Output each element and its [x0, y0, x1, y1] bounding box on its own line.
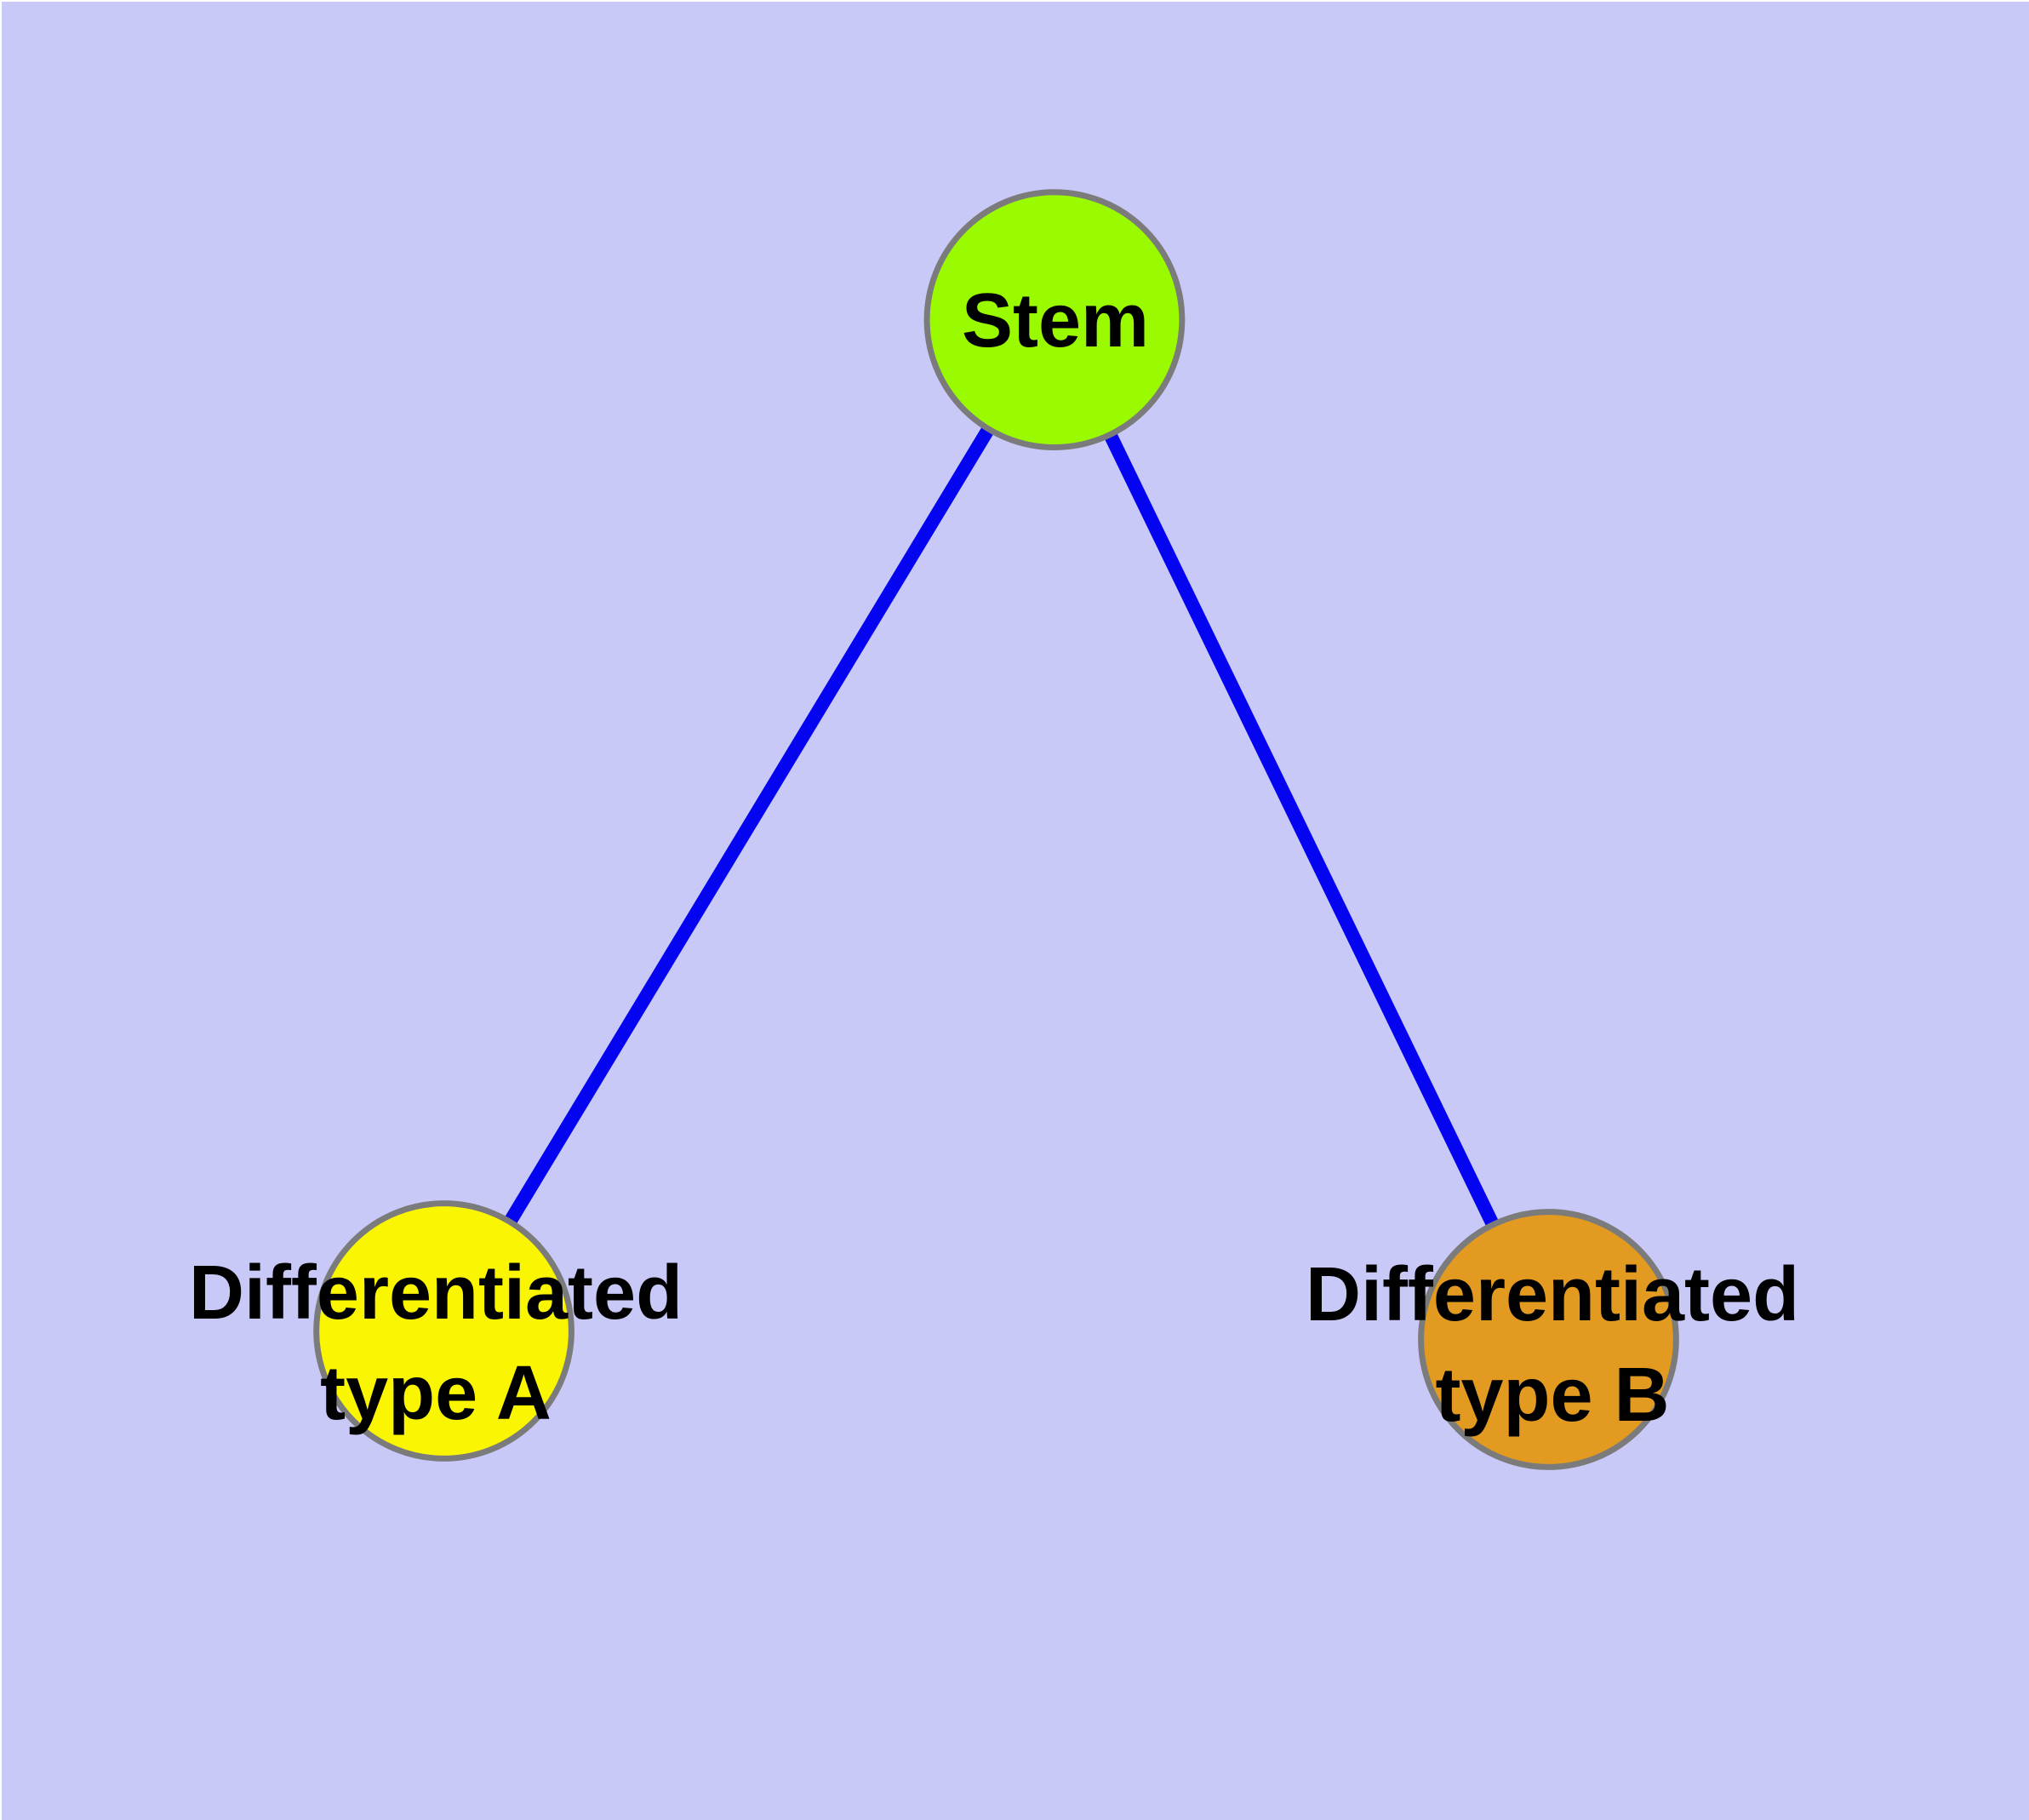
node-type-a-label-line1: Differentiated: [188, 1251, 683, 1336]
node-type-b-label-line2: type B: [1435, 1353, 1670, 1438]
node-type-a-circle: [313, 1200, 574, 1462]
node-type-a-label-line2: type A: [320, 1351, 552, 1436]
node-type-a-label: Differentiated type A: [189, 1243, 683, 1444]
node-stem-circle: [923, 189, 1186, 451]
node-stem-label: Stem: [961, 278, 1150, 363]
edge-stem-to-type-b: [1048, 317, 1555, 1343]
node-type-b-label-line1: Differentiated: [1305, 1252, 1800, 1337]
edge-stem-to-type-a: [437, 316, 1060, 1335]
node-type-b-circle: [1418, 1209, 1679, 1470]
node-type-b-label: Differentiated type B: [1306, 1245, 1799, 1445]
